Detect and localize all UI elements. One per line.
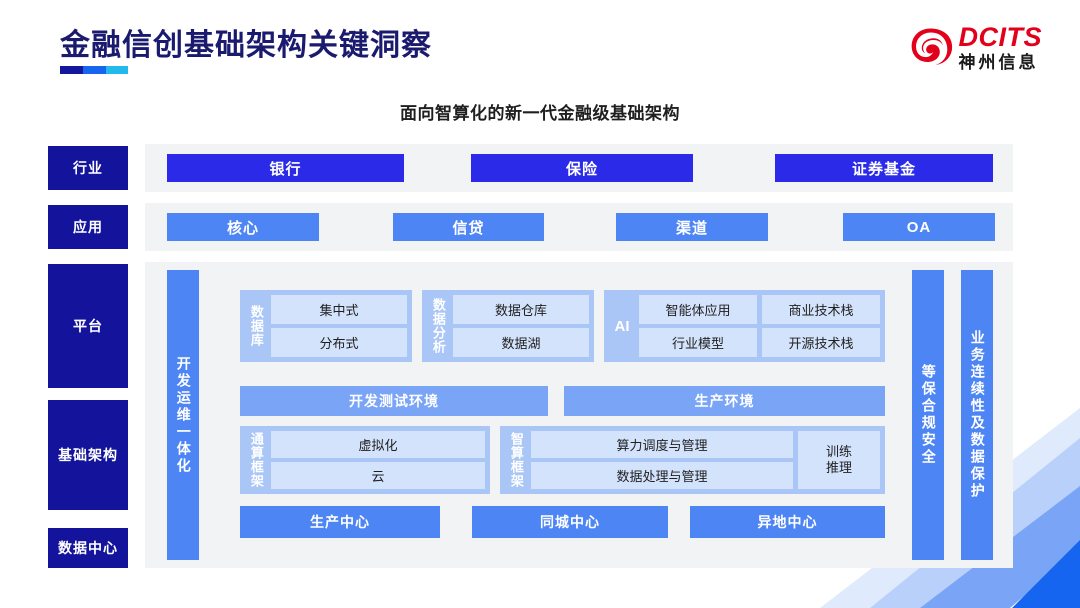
module-cell-centralized[interactable]: 集中式 [271,295,407,324]
module-cell-commercial-stack[interactable]: 商业技术栈 [762,295,880,324]
chip-label: OA [906,218,932,236]
chip-label: 生产中心 [310,514,370,530]
sidebar-item-label: 数据中心 [58,540,118,556]
company-logo: DCITS 神州信息 [909,18,1043,76]
devops-vertical-bar[interactable]: 开发运维一体化 [167,270,199,560]
industry-row-panel: 银行 保险 证券基金 [145,144,1013,192]
diagram-subtitle: 面向智算化的新一代金融级基础架构 [400,104,680,123]
module-data-analytics[interactable]: 数据分析 数据仓库 数据湖 [422,290,594,362]
module-body: 集中式 分布式 [271,295,407,357]
module-cell-data-lake[interactable]: 数据湖 [453,328,589,357]
module-cell-industry-model[interactable]: 行业模型 [639,328,757,357]
module-label: 数据分析 [430,298,446,354]
accent-segment-1 [60,66,84,74]
module-cell-distributed[interactable]: 分布式 [271,328,407,357]
module-label: 智算框架 [508,432,524,488]
sidebar-item-application[interactable]: 应用 [48,205,128,249]
module-body: 算力调度与管理 数据处理与管理 [531,431,793,489]
page-header: 金融信创基础架构关键洞察 DCITS 神州信息 [0,0,1080,92]
module-label: 通算框架 [248,432,264,488]
env-chip-production[interactable]: 生产环境 [564,386,885,416]
chip-label: 证券基金 [851,160,916,178]
compliance-security-vertical-bar[interactable]: 等保合规安全 [912,270,944,560]
sidebar-item-label: 平台 [73,318,103,334]
continuity-label: 业务连续性及数据保护 [969,330,986,500]
sidebar-item-label: 应用 [73,219,103,235]
title-accent-bar [60,66,128,74]
chip-label: 核心 [226,219,259,237]
module-body: 智能体应用 商业技术栈 行业模型 开源技术栈 [639,295,880,357]
module-row: 智能体应用 商业技术栈 [639,295,880,324]
sidebar-item-platform[interactable]: 平台 [48,264,128,388]
chip-label: 开发测试环境 [349,393,439,409]
industry-chip-insurance[interactable]: 保险 [471,154,693,182]
business-continuity-vertical-bar[interactable]: 业务连续性及数据保护 [961,270,993,560]
sidebar-item-label: 行业 [73,160,103,176]
page-title: 金融信创基础架构关键洞察 [60,29,432,62]
chip-label: 同城中心 [540,514,600,530]
module-cell-cloud[interactable]: 云 [271,462,485,489]
env-chip-dev-test[interactable]: 开发测试环境 [240,386,548,416]
sidebar-item-industry[interactable]: 行业 [48,146,128,190]
logo-cn-text: 神州信息 [958,52,1039,72]
devops-label: 开发运维一体化 [175,355,192,475]
compliance-label: 等保合规安全 [920,364,937,466]
module-row: 虚拟化 [271,431,485,458]
application-chip-oa[interactable]: OA [843,213,995,241]
application-chip-credit[interactable]: 信贷 [393,213,544,241]
logo-text: DCITS 神州信息 [958,21,1043,72]
chip-label: 渠道 [675,219,708,237]
module-body: 数据仓库 数据湖 [453,295,589,357]
module-row: 集中式 [271,295,407,324]
platform-panel: 开发运维一体化 数据库 集中式 分布式 数据分析 数据仓库 数据湖 AI [145,262,1013,568]
chip-label: 异地中心 [757,514,818,530]
module-ai[interactable]: AI 智能体应用 商业技术栈 行业模型 开源技术栈 [604,290,885,362]
module-cell-data-warehouse[interactable]: 数据仓库 [453,295,589,324]
sidebar-item-datacenter[interactable]: 数据中心 [48,528,128,568]
module-intelligent-compute-framework[interactable]: 智算框架 算力调度与管理 数据处理与管理 训练 推理 [500,426,885,494]
module-row: 云 [271,462,485,489]
accent-segment-2 [83,66,106,74]
chip-label: 信贷 [452,219,485,237]
inference-label: 推理 [825,460,852,475]
logo-en-text: DCITS [958,21,1042,52]
center-chip-production[interactable]: 生产中心 [240,506,440,538]
module-label: AI [614,317,630,335]
industry-chip-bank[interactable]: 银行 [167,154,404,182]
train-label: 训练 [825,443,852,459]
industry-chip-securities-fund[interactable]: 证券基金 [775,154,993,182]
module-row: 分布式 [271,328,407,357]
module-database[interactable]: 数据库 集中式 分布式 [240,290,412,362]
module-cell-data-processing[interactable]: 数据处理与管理 [531,462,793,489]
chip-label: 保险 [565,160,598,178]
application-row-panel: 核心 信贷 渠道 OA [145,203,1013,251]
module-row: 行业模型 开源技术栈 [639,328,880,357]
application-chip-core[interactable]: 核心 [167,213,319,241]
module-cell-train-inference[interactable]: 训练 推理 [798,431,880,489]
chip-label: 生产环境 [694,393,755,409]
accent-segment-3 [105,66,128,74]
module-row: 数据湖 [453,328,589,357]
module-row: 数据仓库 [453,295,589,324]
sidebar-item-infrastructure[interactable]: 基础架构 [48,400,128,510]
sidebar-item-label: 基础架构 [58,447,118,463]
module-row: 数据处理与管理 [531,462,793,489]
module-body: 虚拟化 云 [271,431,485,489]
module-row: 算力调度与管理 [531,431,793,458]
module-cell-compute-scheduling[interactable]: 算力调度与管理 [531,431,793,458]
module-cell-agent-application[interactable]: 智能体应用 [639,295,757,324]
center-chip-metro[interactable]: 同城中心 [472,506,668,538]
module-cell-virtualization[interactable]: 虚拟化 [271,431,485,458]
chip-label: 银行 [269,160,302,178]
application-chip-channel[interactable]: 渠道 [616,213,768,241]
center-chip-remote[interactable]: 异地中心 [690,506,885,538]
module-general-compute-framework[interactable]: 通算框架 虚拟化 云 [240,426,490,494]
module-cell-opensource-stack[interactable]: 开源技术栈 [762,328,880,357]
module-label: 数据库 [248,305,264,347]
swirl-logo-icon [911,28,952,66]
